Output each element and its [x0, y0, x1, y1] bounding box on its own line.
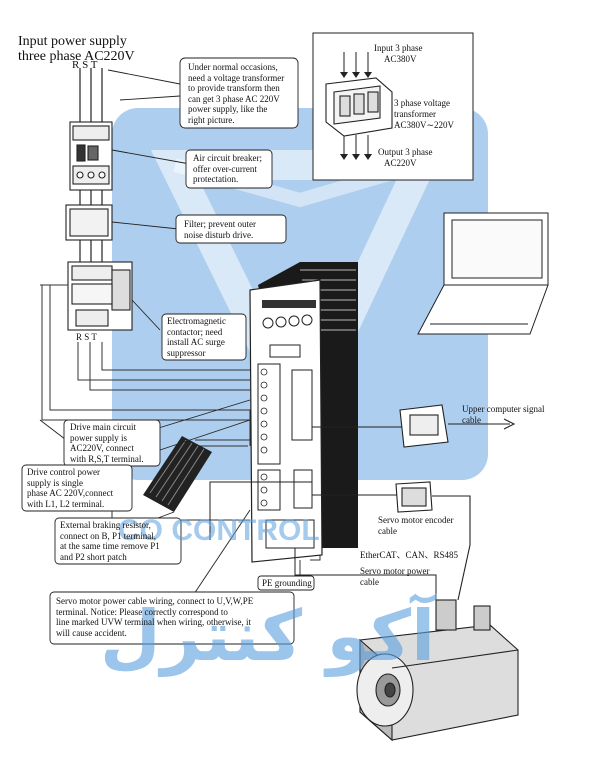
callout-line: will cause accident.	[56, 627, 127, 638]
callout-line: install AC surge	[167, 337, 225, 347]
callout-line: terminal. Notice: Please correctly corre…	[56, 606, 228, 617]
callout-line: offer over-current	[193, 163, 257, 174]
callout-line: phase AC 220V,connect	[27, 488, 114, 498]
watermark-latin: CO CONTROL	[118, 514, 320, 547]
encoder-cable-label: Servo motor encoder cable	[378, 515, 478, 536]
callout-line: Air circuit breaker;	[193, 153, 262, 163]
servo-motor	[356, 599, 519, 742]
magnetic-contactor	[67, 261, 133, 331]
filter-note: Filter; prevent outer noise disturb driv…	[184, 219, 284, 240]
control-power-note: Drive control power supply is single pha…	[27, 467, 131, 509]
breaker-note: Air circuit breaker; offer over-current …	[193, 153, 273, 185]
power-cables	[209, 481, 437, 600]
transformer-note: Under normal occasions, need a voltage t…	[188, 62, 296, 125]
supply-lines	[79, 68, 103, 262]
callout-line: External braking resistor,	[60, 520, 151, 530]
input-power-title: Input power supply three phase AC220V	[18, 34, 135, 64]
circuit-breaker	[69, 121, 113, 191]
input-power-title-line2: three phase AC220V	[18, 49, 135, 64]
noise-filter	[65, 204, 113, 241]
motor-power-cable-label: Servo motor power cable	[360, 566, 450, 587]
callout-line: protectation.	[193, 174, 239, 184]
rst-phase-labels: R S T	[72, 59, 98, 71]
callout-line: Servo motor encoder	[378, 515, 454, 525]
callout-line: contactor; need	[167, 326, 223, 337]
watermark-arabic: آكو كنترل	[100, 593, 437, 677]
contactor-note: Electromagnetic contactor; need install …	[167, 316, 245, 358]
callout-line: cable	[378, 525, 397, 536]
braking-resistor	[143, 436, 212, 512]
callout-line: Filter; prevent outer	[184, 219, 256, 229]
drive-terminal-screws	[260, 368, 268, 507]
contactor-phase-labels: R S T	[76, 332, 97, 342]
braking-resistor-note: External braking resistor, connect on B,…	[60, 520, 180, 562]
callout-line: Servo motor power cable wiring, connect …	[56, 596, 254, 606]
callout-line: cable	[462, 414, 481, 425]
callout-line: suppressor	[167, 347, 206, 358]
callout-line: to provide transform then	[188, 83, 280, 93]
input-power-title-line1: Input power supply	[18, 34, 127, 49]
signal-connector	[312, 404, 516, 448]
callout-line: Drive main circuit	[70, 422, 136, 432]
callout-line: line marked UVW terminal when wiring, ot…	[56, 617, 252, 627]
callout-line: with R,S,T terminal.	[70, 453, 144, 464]
callout-line: need a voltage transformer	[188, 72, 285, 83]
upper-computer-laptop	[417, 212, 549, 335]
callout-line: Electromagnetic	[167, 316, 226, 326]
callout-line: cable	[360, 576, 379, 587]
callout-line: Drive control power	[27, 467, 100, 477]
callout-line: at the same time remove P1	[60, 541, 160, 551]
callout-leaders	[39, 69, 301, 601]
callout-boxes	[21, 57, 315, 645]
callout-line: noise disturb drive.	[184, 229, 254, 240]
callout-line: Under normal occasions,	[188, 62, 278, 72]
callout-line: power supply is	[70, 432, 127, 443]
upper-computer-cable-label: Upper computer signal cable	[462, 404, 562, 425]
encoder-connector	[312, 481, 471, 601]
motor-wiring-note: Servo motor power cable wiring, connect …	[56, 596, 292, 638]
transformer-panel	[312, 32, 474, 181]
callout-line: and P2 short patch	[60, 551, 127, 562]
callout-line: AC220V, connect	[70, 443, 134, 453]
main-circuit-note: Drive main circuit power supply is AC220…	[70, 422, 160, 464]
callout-line: power supply, like the	[188, 104, 268, 114]
callout-line: with L1, L2 terminal.	[27, 498, 105, 509]
transformer-desc-label: 3 phase voltage transformer AC380V∼220V	[394, 98, 455, 130]
bus-label: EtherCAT、CAN、RS485	[360, 550, 459, 560]
servo-drive	[249, 262, 358, 563]
transformer-input-label: Input 3 phase AC380V	[374, 43, 425, 64]
callout-line: can get 3 phase AC 220V	[188, 93, 280, 104]
callout-line: supply is single	[27, 477, 84, 488]
transformer-output-label: Output 3 phase AC220V	[378, 147, 435, 168]
callout-line: connect on B, P1 terminal,	[60, 530, 156, 541]
callout-line: Servo motor power	[360, 566, 430, 576]
callout-line: Upper computer signal	[462, 404, 545, 414]
pe-grounding-label: PE grounding	[262, 578, 312, 588]
callout-line: right picture.	[188, 114, 235, 125]
